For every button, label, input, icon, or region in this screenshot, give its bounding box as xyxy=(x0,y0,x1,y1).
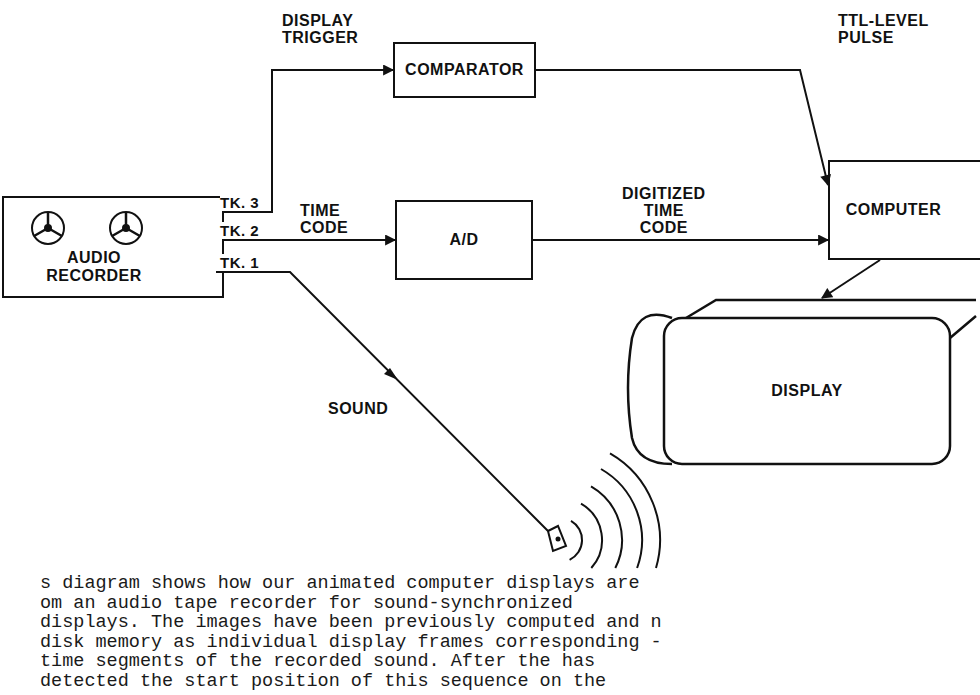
reel-hub xyxy=(45,225,51,231)
sound-waves xyxy=(570,453,660,568)
sound-wave xyxy=(591,486,622,568)
track-label: TK. 1 xyxy=(220,254,259,271)
connector xyxy=(224,70,393,212)
speaker-cone xyxy=(548,526,566,551)
node-label: COMPARATOR xyxy=(405,61,524,79)
signal-label: TTL-LEVEL PULSE xyxy=(838,12,950,46)
speaker-dot xyxy=(556,537,561,542)
signal-label: DIGITIZED TIME CODE xyxy=(622,185,706,236)
reel-spokes xyxy=(34,212,140,236)
caption-text: s diagram shows how our animated compute… xyxy=(40,574,662,691)
connector xyxy=(536,70,828,185)
connector xyxy=(224,239,395,241)
connector xyxy=(822,260,880,298)
signal-label: SOUND xyxy=(328,400,388,417)
node-label: COMPUTER xyxy=(846,201,942,219)
recorder-box: AUDIO RECORDER xyxy=(2,196,224,298)
monitor-screen xyxy=(664,318,950,464)
monitor-back xyxy=(628,300,976,464)
sound-wave xyxy=(581,504,602,568)
loudspeaker xyxy=(548,526,566,551)
process-box: A/D xyxy=(395,200,533,280)
sound-line xyxy=(216,272,548,531)
display-monitor: DISPLAY xyxy=(620,298,978,468)
signal-label: DISPLAY TRIGGER xyxy=(282,12,358,46)
tape-reels xyxy=(32,212,142,244)
sound-arrowhead xyxy=(384,368,398,380)
node-label: DISPLAY xyxy=(771,382,842,400)
sound-wave xyxy=(601,469,642,568)
node-label: A/D xyxy=(449,231,478,249)
track-label: TK. 2 xyxy=(220,222,259,239)
connector xyxy=(533,239,828,241)
process-box: COMPARATOR xyxy=(393,42,536,98)
computer-box: COMPUTER xyxy=(828,160,980,260)
track-label: TK. 3 xyxy=(220,194,259,211)
reel-hub xyxy=(123,225,129,231)
signal-label: TIME CODE xyxy=(300,202,348,236)
sound-wave xyxy=(610,453,660,568)
node-label: AUDIO RECORDER xyxy=(46,249,142,285)
sound-wave xyxy=(570,521,582,560)
